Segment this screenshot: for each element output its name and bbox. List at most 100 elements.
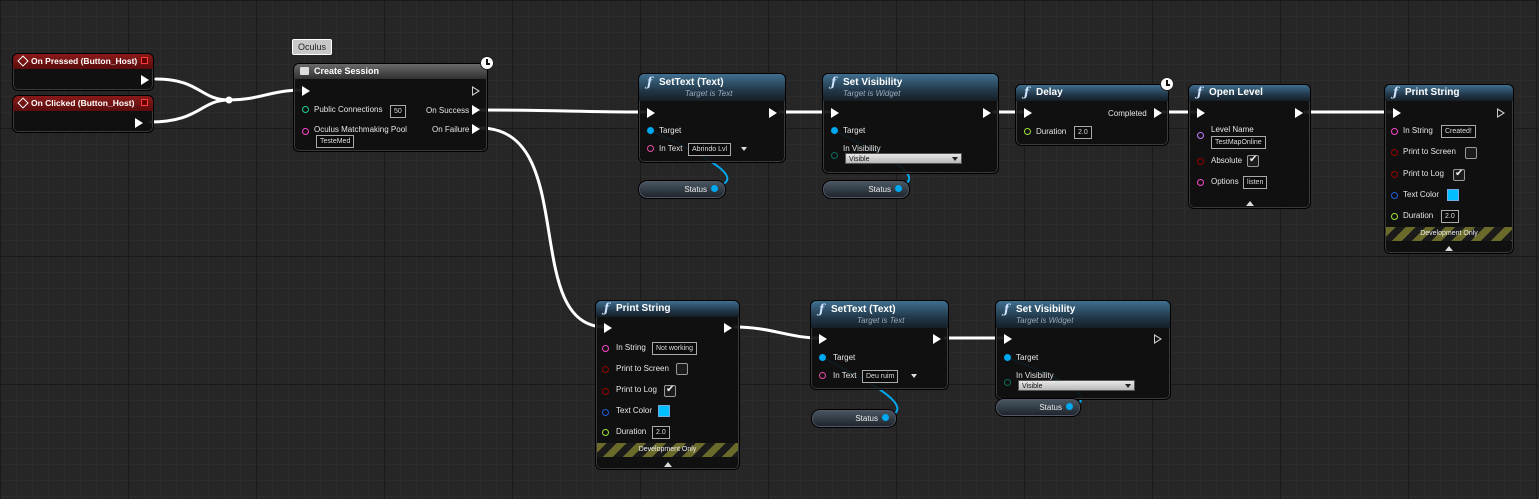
text-color-label: Text Color	[616, 406, 653, 415]
exec-in-pin[interactable]	[302, 86, 310, 96]
exec-out-pin[interactable]	[983, 108, 991, 118]
bool-pin[interactable]	[602, 366, 609, 373]
exec-in-pin[interactable]	[1024, 108, 1032, 118]
in-string-label: In String	[1403, 126, 1433, 135]
exec-out-pin[interactable]	[769, 108, 777, 118]
chevron-down-icon[interactable]	[741, 147, 747, 151]
text-pin[interactable]	[819, 372, 826, 379]
on-success-pin[interactable]	[472, 105, 480, 115]
set-visibility-node[interactable]: ƒ Set Visibility Target is Widget Target…	[995, 300, 1171, 400]
set-visibility-node[interactable]: ƒ Set Visibility Target is Widget Target…	[822, 73, 999, 174]
float-pin[interactable]	[602, 429, 609, 436]
exec-in-pin[interactable]	[647, 108, 655, 118]
open-level-node[interactable]: ƒ Open Level Level Name TestMapOnline Ab…	[1188, 84, 1311, 209]
bool-pin[interactable]	[602, 388, 609, 395]
settext-node[interactable]: ƒ SetText (Text) Target is Text Target I…	[638, 73, 786, 163]
chevron-down-icon[interactable]	[911, 374, 917, 378]
exec-out-pin[interactable]	[1497, 108, 1505, 118]
color-swatch[interactable]	[658, 405, 670, 417]
exec-in-pin[interactable]	[1004, 334, 1012, 344]
print-log-checkbox[interactable]	[1453, 168, 1465, 181]
object-pin[interactable]	[882, 414, 889, 421]
pool-field[interactable]: TesteMed	[316, 135, 355, 148]
status-variable-node[interactable]: Status	[822, 180, 910, 199]
status-variable-node[interactable]: Status	[811, 409, 897, 428]
byte-pin[interactable]	[1004, 379, 1011, 386]
exec-in-pin[interactable]	[1197, 108, 1205, 118]
print-screen-label: Print to Screen	[1403, 147, 1456, 156]
delay-node[interactable]: ƒ Delay Completed Duration 2.0	[1015, 77, 1174, 146]
level-name-field[interactable]: TestMapOnline	[1211, 136, 1266, 149]
delegate-pin-icon[interactable]	[141, 99, 148, 106]
exec-in-pin[interactable]	[831, 108, 839, 118]
on-failure-pin[interactable]	[472, 124, 480, 134]
print-screen-checkbox[interactable]	[1465, 147, 1477, 159]
bool-pin[interactable]	[1391, 171, 1398, 178]
string-pin[interactable]	[602, 345, 609, 352]
completed-pin[interactable]	[1154, 108, 1162, 118]
bool-pin[interactable]	[1391, 149, 1398, 156]
string-pin[interactable]	[302, 128, 309, 135]
exec-out-pin[interactable]	[141, 75, 149, 85]
create-session-node[interactable]: Create Session Public Connections 50 On …	[293, 56, 494, 152]
print-string-node[interactable]: ƒ Print String In String Created! Print …	[1384, 84, 1514, 254]
expand-arrow-icon[interactable]	[663, 462, 672, 467]
print-string-node[interactable]: ƒ Print String In String Not working Pri…	[595, 300, 740, 470]
absolute-checkbox[interactable]	[1247, 154, 1259, 167]
exec-out-pin[interactable]	[933, 334, 941, 344]
target-label: Target	[843, 126, 866, 135]
text-pin[interactable]	[647, 145, 654, 152]
object-pin[interactable]	[1066, 403, 1073, 410]
struct-pin[interactable]	[602, 409, 609, 416]
event-node-on-clicked[interactable]: On Clicked (Button_Host)	[12, 95, 154, 133]
string-pin[interactable]	[1197, 179, 1204, 186]
exec-wire	[478, 126, 606, 329]
public-connections-field[interactable]: 50	[390, 105, 406, 118]
latent-clock-icon	[1160, 77, 1174, 91]
in-string-field[interactable]: Created!	[1441, 125, 1476, 138]
visibility-dropdown[interactable]: Visible	[845, 153, 962, 164]
exec-out-pin[interactable]	[135, 118, 143, 128]
object-pin[interactable]	[647, 127, 654, 134]
event-node-on-pressed[interactable]: On Pressed (Button_Host)	[12, 53, 154, 91]
exec-in-pin[interactable]	[819, 334, 827, 344]
object-pin[interactable]	[895, 185, 902, 192]
bool-pin[interactable]	[1197, 158, 1204, 165]
in-text-field[interactable]: Deu ruim	[862, 370, 899, 383]
print-log-checkbox[interactable]	[664, 384, 676, 397]
settext-node[interactable]: ƒ SetText (Text) Target is Text Target I…	[810, 300, 949, 390]
print-screen-checkbox[interactable]	[676, 363, 688, 375]
color-swatch[interactable]	[1447, 189, 1459, 201]
struct-pin[interactable]	[1391, 192, 1398, 199]
status-variable-node[interactable]: Status	[638, 180, 726, 199]
float-pin[interactable]	[1024, 128, 1031, 135]
name-pin[interactable]	[1197, 132, 1204, 139]
exec-out-pin[interactable]	[1154, 334, 1162, 344]
delegate-pin-icon[interactable]	[141, 57, 148, 64]
object-pin[interactable]	[819, 354, 826, 361]
exec-out-pin[interactable]	[1295, 108, 1303, 118]
exec-in-pin[interactable]	[604, 323, 612, 333]
byte-pin[interactable]	[831, 152, 838, 159]
float-pin[interactable]	[1391, 213, 1398, 220]
exec-wire	[148, 98, 231, 124]
int-pin[interactable]	[302, 106, 309, 113]
node-title: Print String	[1405, 87, 1460, 98]
status-variable-node[interactable]: Status	[995, 398, 1081, 417]
duration-field[interactable]: 2.0	[1074, 126, 1092, 139]
duration-field[interactable]: 2.0	[652, 426, 670, 439]
exec-out-pin[interactable]	[472, 86, 480, 96]
duration-field[interactable]: 2.0	[1441, 210, 1459, 223]
expand-arrow-icon[interactable]	[1245, 201, 1254, 206]
visibility-dropdown[interactable]: Visible	[1018, 380, 1135, 391]
exec-out-pin[interactable]	[724, 323, 732, 333]
object-pin[interactable]	[831, 127, 838, 134]
object-pin[interactable]	[711, 185, 718, 192]
exec-in-pin[interactable]	[1393, 108, 1401, 118]
object-pin[interactable]	[1004, 354, 1011, 361]
in-string-field[interactable]: Not working	[652, 342, 697, 355]
expand-arrow-icon[interactable]	[1445, 246, 1453, 251]
string-pin[interactable]	[1391, 128, 1398, 135]
options-field[interactable]: listen	[1243, 176, 1268, 189]
in-text-field[interactable]: Abrindo Lvl	[688, 143, 732, 156]
